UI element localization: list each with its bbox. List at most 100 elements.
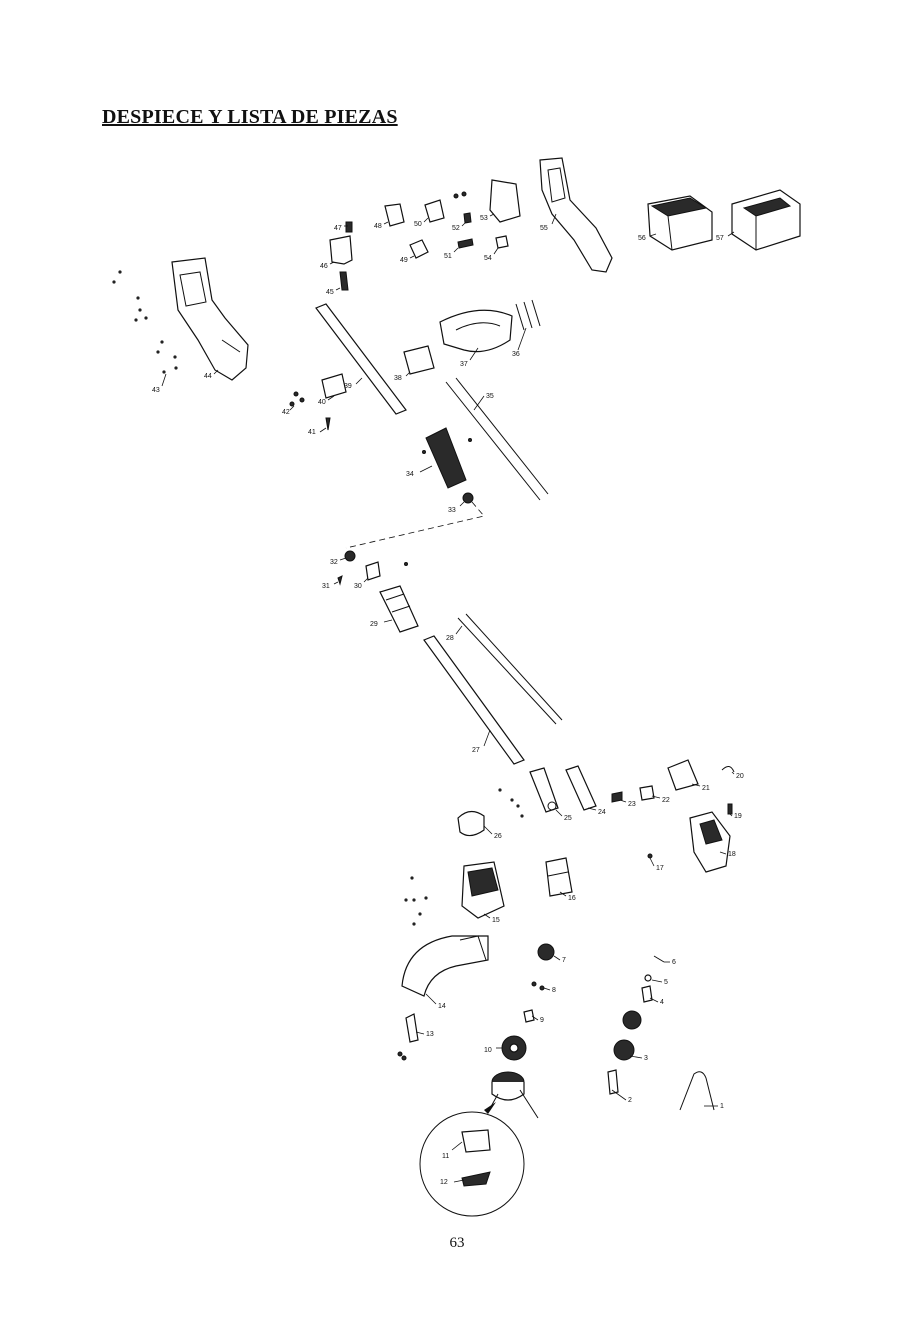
- screws-near-15: [404, 876, 427, 925]
- svg-text:17: 17: [656, 865, 664, 872]
- svg-text:33: 33: [448, 507, 456, 514]
- part-guard-14: [402, 936, 488, 996]
- lower-shaft-27: [424, 636, 524, 764]
- svg-text:10: 10: [484, 1047, 492, 1054]
- callout-17: 17: [650, 858, 664, 872]
- callout-5: 5: [652, 979, 668, 986]
- callout-2: 2: [612, 1090, 632, 1104]
- svg-text:39: 39: [344, 383, 352, 390]
- callout-3: 3: [630, 1055, 648, 1062]
- callout-51: 51: [444, 248, 458, 260]
- part-grip-29: [380, 586, 418, 632]
- svg-text:13: 13: [426, 1031, 434, 1038]
- svg-text:44: 44: [204, 373, 212, 380]
- spool-head: [492, 1072, 538, 1118]
- svg-text:14: 14: [438, 1003, 446, 1010]
- svg-text:40: 40: [318, 399, 326, 406]
- svg-text:24: 24: [598, 809, 606, 816]
- callout-22: 22: [652, 796, 670, 804]
- svg-text:26: 26: [494, 833, 502, 840]
- svg-text:28: 28: [446, 635, 454, 642]
- callout-52: 52: [452, 222, 466, 232]
- callout-31: 31: [322, 582, 338, 590]
- svg-text:11: 11: [442, 1153, 449, 1160]
- part-guard-37: [440, 310, 512, 351]
- spool-detail: [420, 1094, 524, 1216]
- callout-41: 41: [308, 428, 326, 436]
- svg-text:54: 54: [484, 255, 492, 262]
- svg-text:49: 49: [400, 257, 408, 264]
- svg-text:3: 3: [644, 1055, 648, 1062]
- screws-43: [112, 270, 177, 373]
- svg-text:9: 9: [540, 1017, 544, 1024]
- parts-20-23: [612, 760, 734, 802]
- svg-text:55: 55: [540, 225, 548, 232]
- svg-text:18: 18: [728, 851, 736, 858]
- parts-2-6: [608, 956, 664, 1094]
- callout-46: 46: [320, 262, 334, 270]
- callout-54: 54: [484, 248, 498, 262]
- switch-parts: [330, 180, 520, 290]
- svg-text:25: 25: [564, 815, 572, 822]
- callout-50: 50: [414, 218, 428, 228]
- svg-text:20: 20: [736, 773, 744, 780]
- svg-text:23: 23: [628, 801, 636, 808]
- callout-7: 7: [554, 956, 566, 964]
- part-handle-left: [172, 258, 248, 380]
- svg-text:2: 2: [628, 1097, 632, 1104]
- callout-6: 6: [664, 959, 676, 966]
- callout-44: 44: [204, 370, 218, 380]
- callout-27: 27: [472, 730, 490, 754]
- svg-text:16: 16: [568, 895, 576, 902]
- part-motor-16: [546, 858, 572, 896]
- svg-text:6: 6: [672, 959, 676, 966]
- svg-text:8: 8: [552, 987, 556, 994]
- callout-53: 53: [480, 214, 494, 222]
- svg-text:50: 50: [414, 221, 422, 228]
- callout-23: 23: [620, 800, 636, 808]
- part-blade-13: [398, 1014, 418, 1060]
- callout-43: 43: [152, 374, 166, 394]
- svg-text:30: 30: [354, 583, 362, 590]
- callout-35: 35: [474, 393, 494, 410]
- callout-4: 4: [650, 998, 664, 1006]
- svg-text:29: 29: [370, 621, 378, 628]
- part-motor-15: [462, 862, 504, 918]
- svg-text:42: 42: [282, 409, 290, 416]
- svg-text:15: 15: [492, 917, 500, 924]
- svg-text:41: 41: [308, 429, 316, 436]
- callout-36: 36: [512, 328, 526, 358]
- callout-20: 20: [732, 772, 744, 780]
- svg-text:43: 43: [152, 387, 160, 394]
- part-sleeve-38: [404, 346, 434, 374]
- svg-text:56: 56: [638, 235, 646, 242]
- callout-14: 14: [426, 994, 446, 1010]
- svg-text:34: 34: [406, 471, 414, 478]
- callout-10: 10: [484, 1047, 502, 1054]
- callout-25: 25: [556, 810, 572, 822]
- callout-13: 13: [416, 1031, 434, 1038]
- svg-text:52: 52: [452, 225, 460, 232]
- svg-text:53: 53: [480, 215, 488, 222]
- svg-text:51: 51: [444, 253, 452, 260]
- screws-near-25: [498, 788, 523, 817]
- svg-text:21: 21: [702, 785, 710, 792]
- bolts-36: [516, 300, 540, 330]
- svg-text:57: 57: [716, 235, 724, 242]
- svg-text:31: 31: [322, 583, 330, 590]
- part-handle-right: [540, 158, 612, 272]
- svg-text:5: 5: [664, 979, 668, 986]
- callout-57: 57: [716, 232, 734, 242]
- svg-text:45: 45: [326, 289, 334, 296]
- parts-7-10: [502, 944, 554, 1060]
- callout-32: 32: [330, 558, 346, 566]
- parts-30-32: [338, 551, 408, 584]
- callout-24: 24: [588, 808, 606, 816]
- part-hoop-1: [680, 1072, 714, 1110]
- svg-text:4: 4: [660, 999, 664, 1006]
- callout-45: 45: [326, 288, 340, 296]
- svg-text:48: 48: [374, 223, 382, 230]
- svg-text:32: 32: [330, 559, 338, 566]
